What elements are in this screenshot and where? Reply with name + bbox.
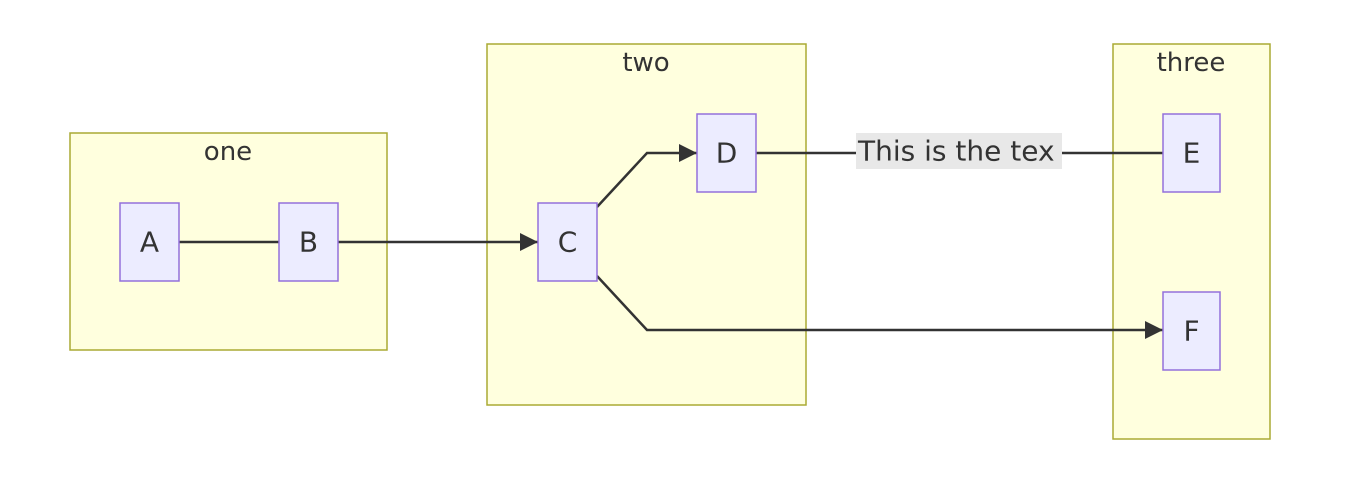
subgraph-two: two bbox=[486, 43, 807, 406]
edge-label-background bbox=[856, 133, 1062, 169]
subgraph-three: three bbox=[1112, 43, 1271, 440]
subgraph-one-label: one bbox=[204, 137, 252, 167]
edge-label-text: This is the tex bbox=[857, 135, 1055, 168]
subgraph-two-label: two bbox=[622, 48, 669, 78]
subgraph-three-box bbox=[1112, 43, 1271, 440]
edge-c-f bbox=[596, 275, 1163, 339]
node-e-label: E bbox=[1183, 137, 1201, 170]
node-f-box[interactable] bbox=[1162, 291, 1221, 371]
node-d-box[interactable] bbox=[696, 113, 757, 193]
node-f-label: F bbox=[1183, 315, 1199, 348]
node-d-label: D bbox=[716, 137, 738, 170]
edge-c-d bbox=[596, 144, 697, 208]
node-e-box[interactable] bbox=[1162, 113, 1221, 193]
node-b[interactable]: B bbox=[278, 202, 339, 282]
node-a-box[interactable] bbox=[119, 202, 180, 282]
node-b-label: B bbox=[299, 226, 318, 259]
node-c-box[interactable] bbox=[537, 202, 598, 282]
node-e[interactable]: E bbox=[1162, 113, 1221, 193]
node-d[interactable]: D bbox=[696, 113, 757, 193]
node-b-box[interactable] bbox=[278, 202, 339, 282]
node-f[interactable]: F bbox=[1162, 291, 1221, 371]
node-a-label: A bbox=[140, 226, 159, 259]
subgraph-three-label: three bbox=[1157, 48, 1226, 78]
node-a[interactable]: A bbox=[119, 202, 180, 282]
node-c-label: C bbox=[558, 226, 578, 259]
node-c[interactable]: C bbox=[537, 202, 598, 282]
edge-label-d-e: This is the tex bbox=[856, 133, 1062, 169]
subgraph-two-box bbox=[486, 43, 807, 406]
